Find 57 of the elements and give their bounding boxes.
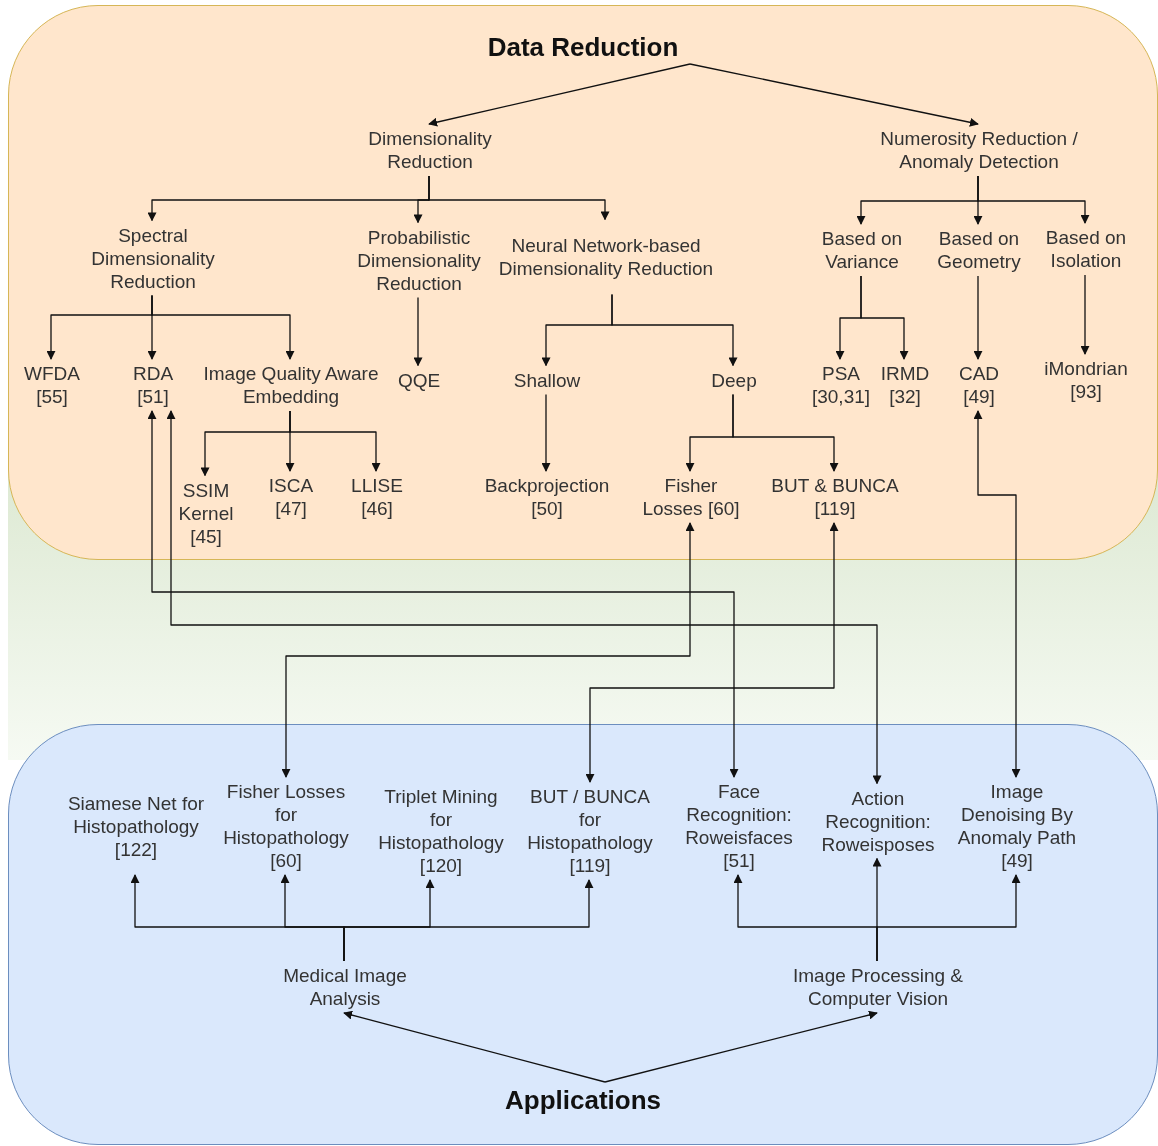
arrow: [289, 410, 381, 472]
arrow: [611, 293, 738, 367]
arrow: [281, 522, 695, 778]
topic-label: WFDA [55]: [17, 361, 87, 409]
topic-label: Spectral Dimensionality Reduction: [78, 222, 228, 294]
topic-label: Based on Isolation: [1036, 225, 1136, 273]
arrow: [977, 175, 1090, 224]
topic-label: Dimensionality Reduction: [345, 126, 515, 174]
arrow: [732, 393, 839, 472]
arrow: [428, 175, 610, 221]
arrow: [973, 410, 1021, 778]
topic-label: BUT / BUNCA for Histopathology [119]: [520, 784, 660, 878]
topic-label: Siamese Net for Histopathology [122]: [66, 779, 206, 873]
topic-label: Image Quality Aware Embedding: [201, 361, 381, 409]
topic-label: Neural Network-based Dimensionality Reduction: [496, 221, 716, 293]
topic-label: Image Processing & Computer Vision: [788, 963, 968, 1011]
topic-label: SSIM Kernel [45]: [170, 477, 242, 549]
arrow: [689, 63, 979, 127]
topic-label: Deep: [699, 367, 769, 393]
arrow: [413, 296, 423, 367]
topic-label: Shallow: [502, 367, 592, 393]
arrow: [604, 1010, 878, 1083]
topic-label: QQE: [389, 367, 449, 393]
topic-label: Face Recognition: Roweisfaces [51]: [679, 779, 799, 873]
topic-label: iMondrian [93]: [1031, 356, 1141, 404]
arrow: [151, 294, 295, 360]
arrow: [541, 393, 551, 472]
section-panel: [8, 724, 1158, 1145]
arrow: [876, 874, 1021, 962]
topic-label: Based on Variance: [812, 226, 912, 274]
topic-label: BUT & BUNCA [119]: [770, 473, 900, 521]
topic-label: Fisher Losses [60]: [636, 473, 746, 521]
section-title: Data Reduction: [487, 32, 679, 63]
section-panel: [8, 5, 1158, 560]
arrow: [428, 63, 691, 127]
topic-label: Backprojection [50]: [477, 473, 617, 521]
arrow: [166, 410, 882, 785]
topic-label: Medical Image Analysis: [270, 963, 420, 1011]
topic-label: ISCA [47]: [261, 473, 321, 521]
topic-label: Based on Geometry: [929, 226, 1029, 274]
topic-label: CAD [49]: [954, 361, 1004, 409]
arrow: [343, 879, 594, 962]
topic-label: Action Recognition: Roweisposes: [813, 785, 943, 857]
arrow: [585, 522, 839, 783]
arrow: [973, 275, 983, 360]
topic-label: Fisher Losses for Histopathology [60]: [216, 779, 356, 873]
topic-label: LLISE [46]: [345, 473, 409, 521]
arrow: [860, 275, 909, 360]
arrow: [147, 410, 739, 778]
topic-label: Numerosity Reduction / Anomaly Detection: [859, 126, 1099, 174]
section-title: Applications: [505, 1085, 661, 1116]
arrow: [1080, 274, 1090, 355]
topic-label: RDA [51]: [123, 361, 183, 409]
topic-label: Image Denoising By Anomaly Path [49]: [957, 779, 1077, 873]
arrow: [343, 1010, 606, 1083]
topic-label: Probabilistic Dimensionality Reduction: [344, 224, 494, 296]
topic-label: Triplet Mining for Histopathology [120]: [371, 784, 511, 878]
